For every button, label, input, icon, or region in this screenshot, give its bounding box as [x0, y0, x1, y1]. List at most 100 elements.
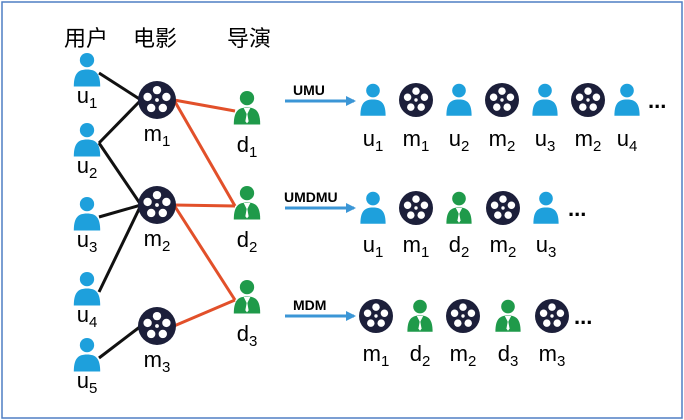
graph-node-d3: d3	[233, 279, 261, 350]
sequence-node-label: m2	[575, 126, 602, 155]
sequence-node-label: u2	[449, 126, 470, 155]
sequence-node-label: u1	[363, 232, 384, 261]
meta-paths-layer: UMU u1 m1 u2 m2 u3 m2 u4... UMDMU u1 m1 d2 m2 u3... MD…	[284, 82, 666, 370]
movie-director-edge	[172, 204, 237, 301]
graph-node-label-d1: d1	[237, 132, 258, 161]
user-icon	[73, 337, 101, 372]
movie-director-edge	[172, 99, 237, 207]
header-movies: 电影	[133, 27, 177, 52]
user-movie-edge	[97, 98, 143, 145]
sequence-node-u3: u3	[533, 191, 559, 261]
sequence-node-m1: m1	[359, 299, 393, 370]
sequence-node-m2: m2	[571, 83, 605, 155]
sequence-node-label: m1	[363, 341, 390, 370]
film-reel-icon	[485, 83, 519, 117]
director-icon	[446, 191, 472, 224]
sequence-node-label: m1	[403, 232, 430, 261]
user-movie-edge	[97, 142, 143, 206]
header-directors: 导演	[227, 27, 271, 52]
graph-node-label-m1: m1	[144, 121, 171, 150]
film-reel-icon	[535, 299, 569, 333]
graph-node-label-u2: u2	[77, 153, 98, 182]
user-icon	[73, 52, 101, 87]
sequence-node-label: m2	[450, 341, 477, 370]
graph-node-label-d3: d3	[237, 321, 258, 350]
edges-layer	[97, 71, 237, 360]
nodes-layer: u1 u2 u3 u4 u5 m1 m2 m3 d1 d2 d3	[73, 52, 261, 397]
movie-director-edge	[173, 203, 236, 208]
sequence-node-label: u3	[536, 232, 557, 261]
graph-node-u5: u5	[73, 337, 101, 397]
film-reel-icon	[571, 83, 605, 117]
sequence-node-u1: u1	[360, 191, 386, 261]
user-movie-edge	[98, 324, 142, 360]
sequence-node-label: m2	[489, 126, 516, 155]
continuation-ellipsis: ...	[648, 88, 666, 113]
user-movie-edge	[98, 71, 142, 102]
graph-node-d2: d2	[233, 185, 261, 256]
sequence-node-m1: m1	[399, 83, 433, 155]
graph-node-label-m2: m2	[144, 226, 171, 255]
graph-node-label-d2: d2	[237, 227, 258, 256]
sequence-node-m2: m2	[446, 299, 480, 370]
sequence-node-m2: m2	[485, 83, 519, 155]
sequence-node-label: m3	[539, 341, 566, 370]
graph-node-m2: m2	[138, 186, 176, 255]
sequence-node-d2: d2	[446, 191, 472, 261]
graph-node-m3: m3	[138, 307, 176, 376]
movie-director-edge	[173, 298, 236, 328]
sequence-node-m1: m1	[399, 191, 433, 261]
user-icon	[360, 191, 386, 224]
graph-node-u1: u1	[73, 52, 101, 112]
sequence-node-u1: u1	[360, 83, 386, 155]
user-movie-edge	[98, 203, 142, 219]
user-icon	[73, 196, 101, 231]
user-icon	[532, 83, 558, 116]
sequence-node-u4: u4	[614, 83, 640, 155]
sequence-node-label: d2	[410, 341, 431, 370]
user-icon	[360, 83, 386, 116]
film-reel-icon	[138, 81, 176, 119]
graph-node-u2: u2	[73, 122, 101, 182]
film-reel-icon	[486, 191, 520, 225]
sequence-node-d2: d2	[407, 299, 433, 370]
graph-node-u4: u4	[73, 271, 101, 331]
graph-node-d1: d1	[233, 90, 261, 161]
user-icon	[73, 271, 101, 306]
director-icon	[407, 299, 433, 332]
graph-node-label-u4: u4	[77, 302, 98, 331]
user-movie-edge	[97, 204, 143, 293]
meta-path-row-umu: UMU u1 m1 u2 m2 u3 m2 u4...	[285, 82, 666, 155]
sequence-node-m2: m2	[486, 191, 520, 261]
graph-node-m1: m1	[138, 81, 176, 150]
meta-path-label: MDM	[293, 297, 326, 313]
sequence-node-d3: d3	[495, 299, 521, 370]
film-reel-icon	[399, 83, 433, 117]
sequence-node-label: u4	[617, 126, 638, 155]
graph-node-u3: u3	[73, 196, 101, 256]
graph-node-label-u1: u1	[77, 83, 98, 112]
movie-director-edge	[173, 98, 236, 113]
graph-node-label-u3: u3	[77, 227, 98, 256]
sequence-node-label: m2	[490, 232, 517, 261]
film-reel-icon	[446, 299, 480, 333]
director-icon	[233, 90, 261, 125]
sequence-node-label: u1	[363, 126, 384, 155]
graph-node-label-u5: u5	[77, 368, 98, 397]
sequence-node-label: m1	[403, 126, 430, 155]
meta-path-label: UMDMU	[284, 189, 338, 205]
film-reel-icon	[359, 299, 393, 333]
graph-node-label-m3: m3	[144, 347, 171, 376]
user-icon	[446, 83, 472, 116]
film-reel-icon	[138, 186, 176, 224]
director-icon	[233, 279, 261, 314]
director-icon	[495, 299, 521, 332]
meta-path-label: UMU	[293, 82, 325, 98]
continuation-ellipsis: ...	[568, 196, 586, 221]
film-reel-icon	[138, 307, 176, 345]
user-icon	[533, 191, 559, 224]
header-users: 用户	[64, 27, 108, 52]
sequence-node-label: u3	[535, 126, 556, 155]
director-icon	[233, 185, 261, 220]
